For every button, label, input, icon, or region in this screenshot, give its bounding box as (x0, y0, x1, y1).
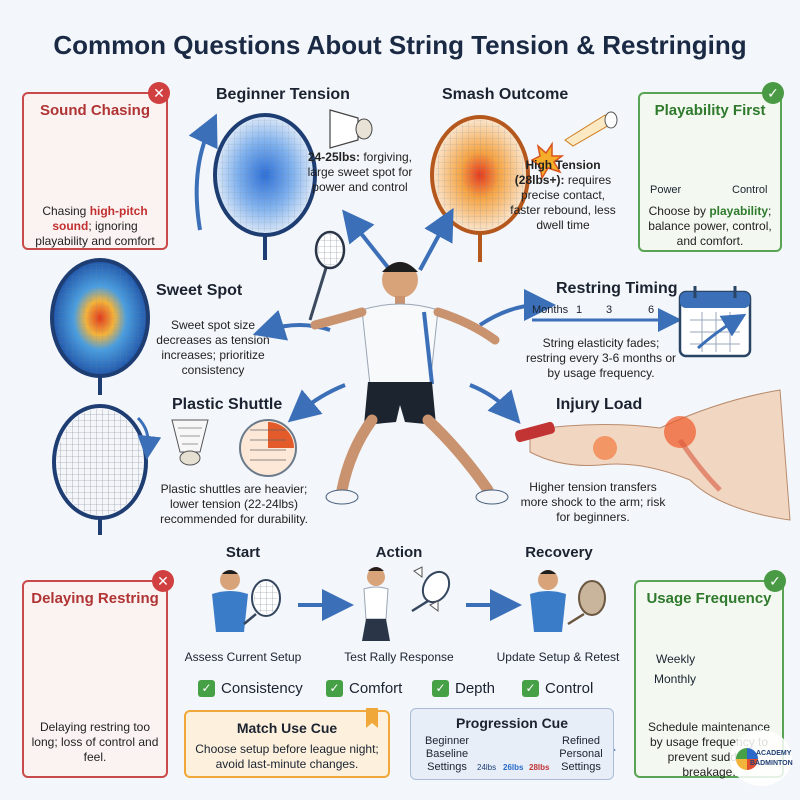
check-icon: ✓ (198, 680, 215, 697)
delaying-x-icon: ✕ (152, 570, 174, 592)
match-use-cue-text: Choose setup before league night; avoid … (195, 742, 379, 771)
bookmark-icon (366, 708, 378, 728)
progression-right-text: Refined Personal Settings (559, 735, 603, 773)
injury-load-heading: Injury Load (556, 396, 643, 413)
academy-logo: ACADEMY BADMINTON (730, 730, 793, 786)
progression-cue-box: Progression Cue Beginner Baseline Settin… (410, 708, 614, 780)
sweet-spot-text: Sweet spot size decreases as tension inc… (156, 318, 270, 377)
delaying-restring-card: Delaying Restring Delaying restring too … (22, 580, 168, 778)
logo-line1: ACADEMY (756, 750, 792, 757)
magnify-icon (239, 419, 297, 477)
logo-line2: BADMINTON (750, 760, 793, 767)
restring-timing-heading: Restring Timing (556, 280, 678, 297)
sound-chasing-text: Chasing high-pitch sound; ignoring playa… (35, 204, 155, 248)
plastic-shuttle-text: Plastic shuttles are heavier; lower tens… (160, 482, 308, 526)
player-icon (308, 230, 509, 505)
step-action-caption: Test Rally Response (344, 650, 454, 664)
beginner-tension-text: 24-25lbs: forgiving, large sweet spot fo… (307, 150, 413, 194)
sound-chasing-card: Sound Chasing Chasing high-pitch sound; … (22, 92, 168, 250)
playability-first-title: Playability First (654, 102, 766, 119)
sound-chasing-x-icon: ✕ (148, 82, 170, 104)
fast-shuttlecock-icon (564, 111, 618, 147)
injury-load-text: Higher tension transfers more shock to t… (520, 480, 666, 524)
calendar-weekly: Weekly (656, 652, 696, 666)
plastic-shuttle-racket-icon (52, 404, 148, 535)
shuttlecock-icon (329, 109, 373, 149)
match-use-cue-box: Match Use Cue Choose setup before league… (184, 708, 390, 778)
step-recovery-title: Recovery (525, 544, 593, 561)
usage-frequency-card: Usage Frequency Weekly Monthly Schedule … (634, 580, 784, 779)
playability-first-text: Choose by playability; balance power, co… (648, 204, 772, 248)
check-depth: ✓Depth (432, 680, 495, 697)
check-consistency: ✓Consistency (198, 680, 303, 697)
delaying-restring-text: Delaying restring too long; loss of cont… (31, 720, 159, 764)
sweet-spot-racket-icon (50, 258, 150, 395)
usage-frequency-title: Usage Frequency (646, 590, 772, 607)
page-title: Common Questions About String Tension & … (53, 30, 747, 60)
impact-burst-icon (530, 141, 565, 181)
progression-value-26: 26lbs (503, 763, 524, 772)
step-recovery-player-icon (530, 570, 606, 632)
calendar-monthly: Monthly (654, 672, 697, 686)
beginner-racket-icon (213, 113, 317, 260)
plastic-shuttle-heading: Plastic Shuttle (172, 396, 283, 413)
check-control: ✓Control (522, 680, 593, 697)
beginner-arrow-icon (188, 113, 218, 231)
step-recovery-caption: Update Setup & Retest (496, 650, 620, 664)
power-label: Power (650, 184, 682, 196)
delaying-restring-title: Delaying Restring (31, 590, 159, 607)
step-start-caption: Assess Current Setup (184, 650, 302, 664)
check-icon: ✓ (432, 680, 449, 697)
progression-left-text: Beginner Baseline Settings (424, 735, 470, 773)
beginner-tension-heading: Beginner Tension (216, 86, 350, 103)
month-tick-3: 3 (606, 304, 613, 316)
usage-check-icon: ✓ (764, 570, 786, 592)
check-icon: ✓ (326, 680, 343, 697)
step-action-title: Action (375, 544, 423, 561)
smash-outcome-heading: Smash Outcome (442, 86, 569, 103)
smash-outcome-text: High Tension (28lbs+): requires precise … (510, 158, 616, 232)
months-label: Months (532, 304, 569, 316)
calendar-icon (678, 286, 752, 358)
logo-mark-icon (736, 748, 758, 770)
month-tick-1: 1 (576, 304, 583, 316)
plastic-shuttlecock-icon (171, 419, 209, 466)
step-start-player-icon (212, 570, 281, 632)
sound-chasing-title: Sound Chasing (40, 102, 150, 119)
restring-timing-text: String elasticity fades; restring every … (525, 336, 677, 380)
arm-injury-icon (515, 389, 791, 521)
month-tick-6: 6 (648, 304, 655, 316)
match-use-cue-title: Match Use Cue (236, 720, 338, 736)
progression-value-28: 28lbs (529, 763, 550, 772)
playability-first-card: Playability First Power Control Choose b… (638, 92, 782, 252)
progression-value-24: 24lbs (477, 763, 497, 772)
smash-racket-icon (430, 115, 530, 262)
control-label: Control (732, 184, 768, 196)
playability-check-icon: ✓ (762, 82, 784, 104)
step-start-title: Start (225, 544, 261, 561)
step-action-player-icon (362, 566, 451, 641)
check-icon: ✓ (522, 680, 539, 697)
sweet-spot-heading: Sweet Spot (156, 282, 243, 299)
check-comfort: ✓Comfort (326, 680, 402, 697)
progression-cue-title: Progression Cue (455, 715, 569, 731)
